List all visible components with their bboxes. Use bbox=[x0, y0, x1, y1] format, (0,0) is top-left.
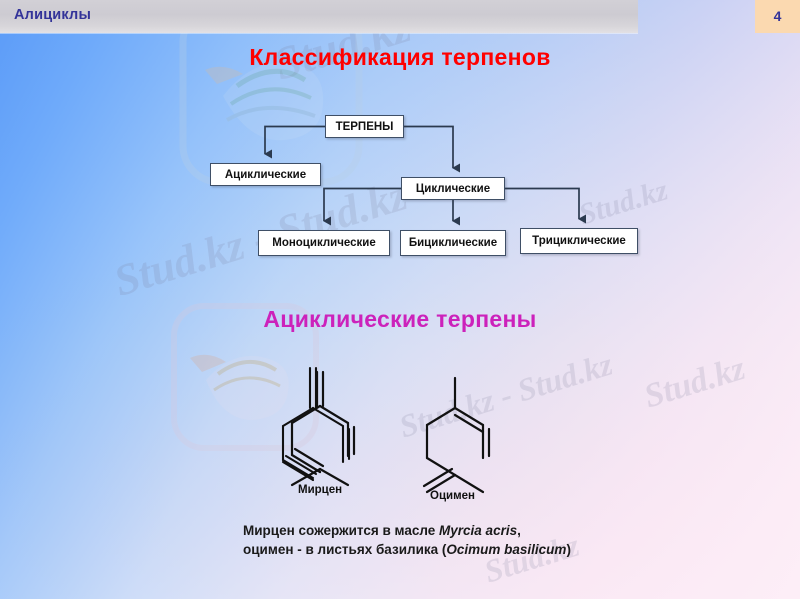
diagram-node-tricyclic[interactable]: Трициклические bbox=[520, 228, 638, 254]
caption-line1-part1: Мирцен сожержится в масле bbox=[243, 523, 440, 538]
page-number-box: 4 bbox=[755, 0, 800, 33]
diagram-node-terpeny[interactable]: ТЕРПЕНЫ bbox=[325, 115, 404, 138]
diagram-node-bicyclic[interactable]: Бициклические bbox=[400, 230, 506, 256]
page-title: Классификация терпенов bbox=[249, 44, 551, 70]
caption-species-myrcia: Myrcia acris bbox=[439, 523, 518, 538]
section-title: Алициклы bbox=[14, 7, 92, 23]
molecule-label-myrcene: Мирцен bbox=[298, 484, 343, 496]
page-number: 4 bbox=[773, 8, 782, 24]
diagram-node-cyclic[interactable]: Циклические bbox=[401, 177, 505, 200]
caption-species-ocimum: Ocimum basilicum bbox=[446, 542, 567, 557]
caption-line-2: оцимен - в листьях базилика (Ocimum basi… bbox=[243, 540, 673, 559]
myrcene-skeleton bbox=[290, 370, 356, 487]
molecule-label-ocimene: Оцимен bbox=[430, 490, 475, 502]
diagram-node-monocyclic[interactable]: Моноциклические bbox=[258, 230, 390, 256]
watermark-text: Stud.kz bbox=[640, 349, 750, 416]
caption-line-1: Мирцен сожержится в масле Myrcia acris, bbox=[243, 521, 673, 540]
header-bar: Алициклы bbox=[0, 0, 638, 33]
ocimene-skeleton bbox=[422, 376, 491, 494]
caption-text: Мирцен сожержится в масле Myrcia acris, … bbox=[243, 521, 673, 559]
watermark-text: Stud.kz bbox=[575, 173, 672, 232]
caption-line2-part3: ) bbox=[566, 542, 571, 557]
caption-line1-part3: , bbox=[517, 523, 521, 538]
caption-line2-part1: оцимен - в листьях базилика ( bbox=[243, 542, 447, 557]
section-heading-acyclic-terpenes: Ациклические терпены bbox=[263, 306, 537, 332]
diagram-node-acyclic[interactable]: Ациклические bbox=[210, 163, 321, 186]
